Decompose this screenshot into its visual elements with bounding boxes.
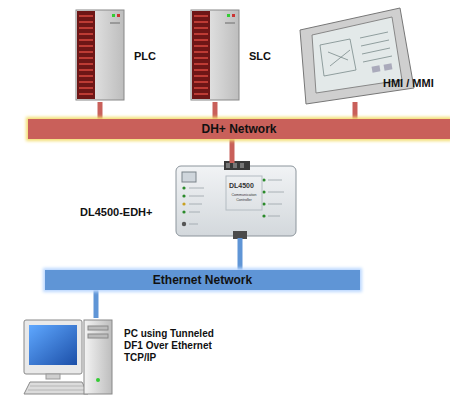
network-cable (94, 290, 99, 318)
network-band: Ethernet Network (45, 270, 360, 290)
network-name: DH+ Network (201, 122, 276, 136)
network-cable (213, 102, 218, 119)
network-name: Ethernet Network (153, 273, 252, 287)
pc-computer (24, 320, 112, 394)
device-label: HMI / MMI (383, 77, 434, 90)
device-label: PC using Tunneled DF1 Over Ethernet TCP/… (124, 328, 228, 364)
gateway-unit: DL4500-EDH+ (78, 163, 298, 238)
slc-unit: SLC (187, 6, 277, 102)
pc-unit: PC using Tunneled DF1 Over Ethernet TCP/… (20, 318, 235, 400)
hmi-panel (300, 8, 414, 104)
device-marking: Communication Controller (227, 193, 261, 202)
network-cable (230, 139, 235, 163)
device-label: DL4500-EDH+ (80, 206, 152, 219)
device-marking: DL4500 (229, 182, 254, 190)
dl4500-device (176, 161, 296, 239)
network-cable (353, 102, 358, 119)
hmi-unit: HMI / MMI (298, 6, 450, 102)
device-label: SLC (249, 50, 271, 63)
plc-tower (76, 10, 124, 100)
slc-tower (191, 10, 239, 100)
device-label: PLC (134, 50, 156, 63)
plc-unit: PLC (72, 6, 162, 102)
network-cable (98, 102, 103, 119)
network-band: DH+ Network (28, 119, 450, 139)
network-cable (238, 238, 243, 270)
